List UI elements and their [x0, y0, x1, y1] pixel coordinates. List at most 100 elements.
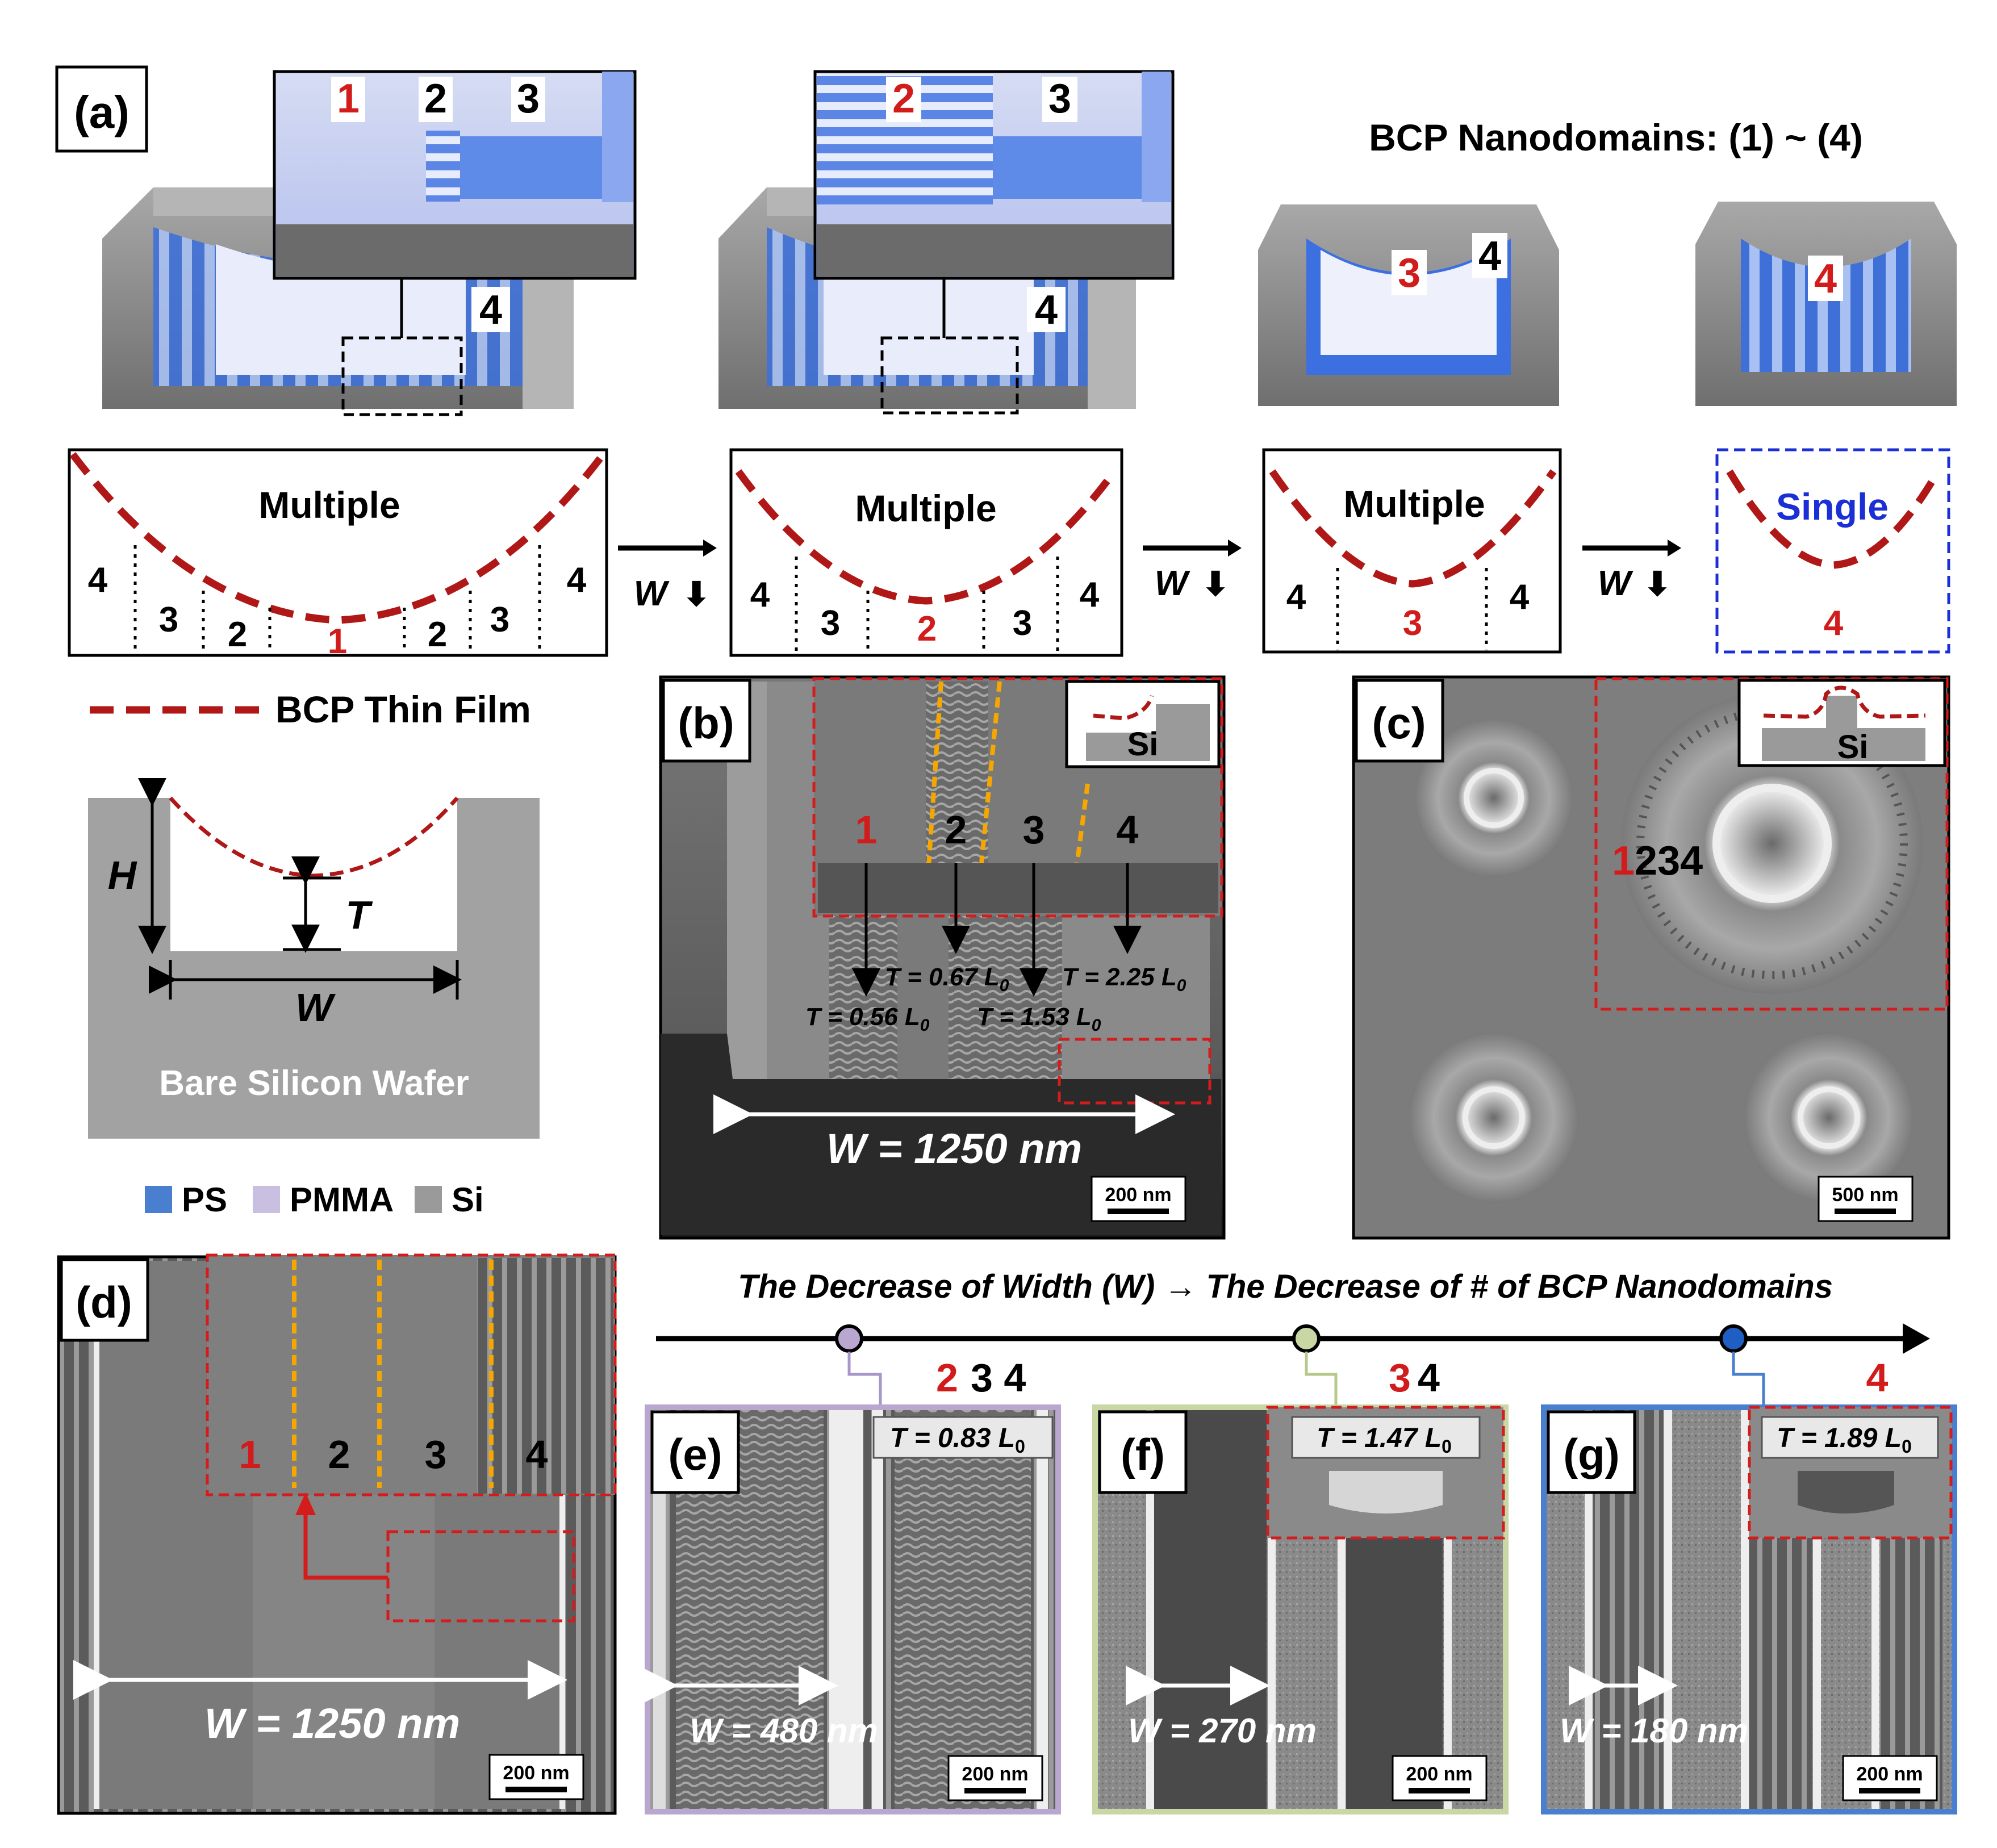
schematic-box-4: Single 4	[1715, 448, 1950, 654]
s1-n1: 1	[328, 622, 347, 661]
panel-d-scale-text: 200 nm	[503, 1762, 569, 1784]
arrow3-w: W	[1598, 564, 1633, 603]
wafer-label: Bare Silicon Wafer	[159, 1064, 469, 1103]
inset2-num-3: 3	[1048, 76, 1071, 122]
inset2-num-2: 2	[892, 76, 915, 122]
s2-n3b: 3	[1013, 604, 1032, 643]
material-legend: PS PMMA Si	[145, 1181, 484, 1219]
s3-n4b: 4	[1510, 578, 1530, 617]
s4-n4: 4	[1824, 604, 1844, 643]
trench-t-label: T	[346, 893, 373, 937]
panel-g-width: W = 180 nm	[1560, 1712, 1748, 1750]
schematic-box-2: Multiple 4 3 2 3 4	[729, 448, 1123, 657]
schematic1-multiple: Multiple	[258, 484, 400, 526]
panel-d-label: (d)	[76, 1277, 132, 1327]
block2-num-4: 4	[1035, 287, 1058, 333]
block3-num-4: 4	[1478, 233, 1501, 279]
panel-b-label: (b)	[678, 698, 734, 748]
s1-n2a: 2	[228, 615, 247, 654]
inset1-num-2: 2	[424, 76, 447, 122]
arrow2-w: W	[1155, 564, 1190, 603]
panel-b-width: W = 1250 nm	[826, 1125, 1082, 1172]
inset1-num-1: 1	[337, 76, 360, 122]
d-n3: 3	[425, 1432, 447, 1477]
legend-ps: PS	[182, 1181, 227, 1219]
panel-d-sem	[57, 1253, 617, 1815]
block3-num-3: 3	[1398, 250, 1421, 296]
ps-swatch	[145, 1186, 172, 1213]
b-n1: 1	[855, 808, 878, 852]
schematic3-multiple: Multiple	[1343, 483, 1485, 525]
panel-f-scalebar: 200 nm	[1392, 1755, 1488, 1801]
panel-g-nums: 4	[1866, 1356, 1889, 1400]
width-decrease-arrow-2: W ⬇	[1143, 540, 1242, 603]
panel-b-t3: T = 1.53 L0	[977, 1003, 1101, 1035]
arrow1-w: W	[634, 574, 670, 613]
bcp-nanodomains-header: BCP Nanodomains: (1) ~ (4)	[1369, 116, 1863, 158]
si-swatch	[415, 1186, 442, 1213]
s1-n3b: 3	[490, 600, 509, 639]
arrow3-down: ⬇	[1644, 566, 1672, 603]
d-n1: 1	[239, 1432, 261, 1477]
inset-zoom-2: 2 3	[813, 70, 1175, 280]
schematic4-single: Single	[1776, 486, 1889, 528]
s3-n3: 3	[1403, 604, 1422, 643]
s1-n4a: 4	[88, 561, 108, 600]
timeline-marker-f	[1292, 1324, 1321, 1353]
panel-b-t2: T = 0.67 L0	[885, 963, 1009, 995]
s2-n3a: 3	[821, 604, 840, 643]
panel-c-si: Si	[1837, 729, 1869, 766]
panel-f-width: W = 270 nm	[1128, 1712, 1317, 1750]
panel-g-scale-text: 200 nm	[1856, 1763, 1923, 1785]
panel-a-label: (a)	[74, 87, 129, 137]
trench-cross-section: H T W Bare Silicon Wafer	[88, 778, 540, 1139]
panel-f-sem	[1092, 1404, 1509, 1814]
d-n4: 4	[526, 1432, 548, 1477]
panel-g-scalebar: 200 nm	[1842, 1755, 1938, 1801]
legend-pmma: PMMA	[290, 1181, 394, 1219]
panel-f-t: T = 1.47 L0	[1317, 1423, 1452, 1457]
block1-num-4: 4	[479, 287, 502, 333]
block4-num-4: 4	[1814, 256, 1837, 302]
panel-f-scale-text: 200 nm	[1406, 1763, 1472, 1785]
inset-zoom-1: 1 2 3	[273, 70, 637, 280]
arrow1-down: ⬇	[683, 576, 711, 613]
s2-n4b: 4	[1080, 575, 1100, 614]
panel-e-t: T = 0.83 L0	[890, 1423, 1025, 1457]
panel-c-label: (c)	[1372, 698, 1426, 748]
panel-d-width: W = 1250 nm	[204, 1700, 460, 1747]
panel-c-scalebar: 500 nm	[1818, 1176, 1914, 1222]
panel-b-sem: Si	[659, 675, 1226, 1240]
panel-c-scale-text: 500 nm	[1832, 1184, 1898, 1206]
schematic2-multiple: Multiple	[855, 487, 996, 529]
panel-b-si: Si	[1127, 726, 1159, 763]
panel-b-scale-text: 200 nm	[1105, 1184, 1171, 1206]
panel-e-width: W = 480 nm	[690, 1712, 878, 1750]
width-decrease-arrow-3: W ⬇	[1582, 540, 1681, 603]
b-n4: 4	[1117, 808, 1139, 852]
panel-g-label: (g)	[1563, 1429, 1620, 1479]
timeline-marker-e	[835, 1324, 863, 1353]
pmma-swatch	[253, 1186, 280, 1213]
inset1-num-3: 3	[517, 76, 540, 122]
panel-c-nums: 1234	[1612, 838, 1703, 884]
panel-d-scalebar: 200 nm	[488, 1754, 584, 1800]
panel-b-t4: T = 2.25 L0	[1062, 963, 1186, 995]
d-n2: 2	[328, 1432, 350, 1477]
b-n2: 2	[945, 808, 967, 852]
s1-n4b: 4	[567, 561, 587, 600]
panel-e-scale-text: 200 nm	[962, 1763, 1028, 1785]
legend-si: Si	[452, 1181, 484, 1219]
panel-g-t: T = 1.89 L0	[1777, 1423, 1912, 1457]
arrow2-down: ⬇	[1202, 566, 1230, 603]
timeline-marker-g	[1719, 1324, 1748, 1353]
panel-b-t1: T = 0.56 L0	[805, 1003, 930, 1035]
trench-3d-model-4: 4	[1695, 202, 1957, 406]
s3-n4a: 4	[1286, 578, 1306, 617]
panel-c-sem: Si	[1352, 675, 1950, 1240]
panel-e-scalebar: 200 nm	[947, 1755, 1043, 1801]
trench-w-label: W	[295, 985, 336, 1030]
b-n3: 3	[1023, 808, 1045, 852]
